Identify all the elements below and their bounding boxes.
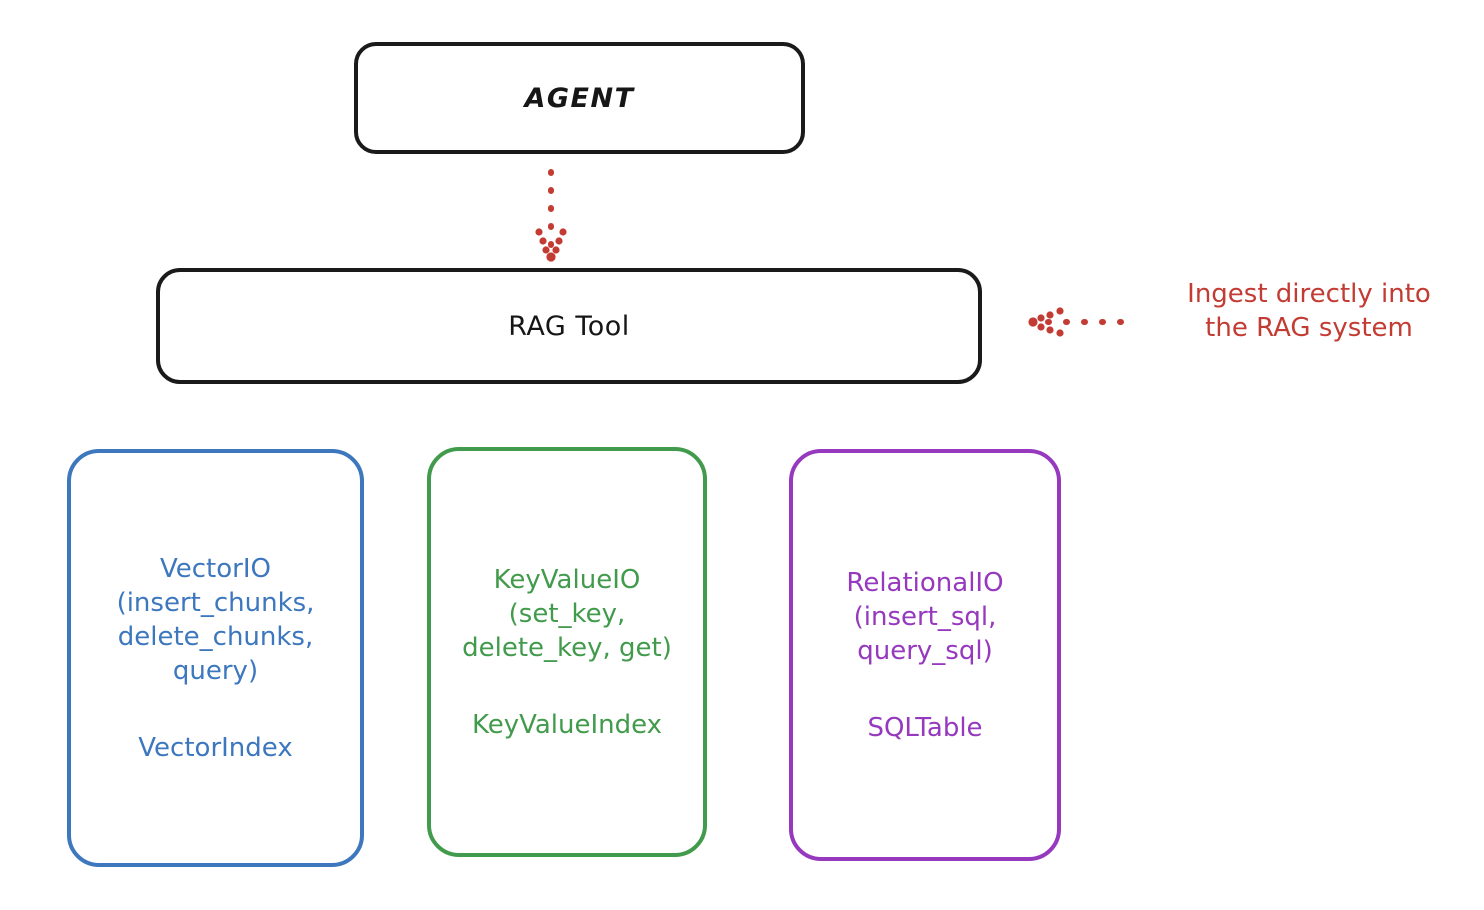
key-value-io-content: KeyValueIO (set_key, delete_key, get) Ke… [441, 564, 693, 739]
vector-io-index: VectorIndex [138, 732, 293, 763]
relational-io-content: RelationalIO (insert_sql, query_sql) SQL… [803, 567, 1047, 742]
ingest-to-rag-tool-arrow-icon [1028, 307, 1131, 337]
rag-tool-node[interactable]: RAG Tool [156, 268, 982, 384]
relational-io-node[interactable]: RelationalIO (insert_sql, query_sql) SQL… [789, 449, 1061, 861]
vector-io-signature: VectorIO (insert_chunks, delete_chunks, … [116, 554, 315, 686]
relational-io-signature: RelationalIO (insert_sql, query_sql) [846, 568, 1004, 666]
rag-tool-node-label: RAG Tool [508, 310, 630, 342]
vector-io-node[interactable]: VectorIO (insert_chunks, delete_chunks, … [67, 449, 364, 867]
relational-io-index: SQLTable [867, 712, 983, 743]
key-value-io-signature: KeyValueIO (set_key, delete_key, get) [462, 565, 672, 663]
agent-node[interactable]: AGENT [354, 42, 805, 154]
agent-node-label: AGENT [524, 82, 635, 114]
agent-to-rag-tool-arrow-icon [535, 169, 567, 262]
key-value-io-index: KeyValueIndex [471, 709, 663, 740]
ingest-annotation-label: Ingest directly into the RAG system [1187, 279, 1431, 343]
vector-io-content: VectorIO (insert_chunks, delete_chunks, … [81, 553, 350, 762]
key-value-io-node[interactable]: KeyValueIO (set_key, delete_key, get) Ke… [427, 447, 707, 857]
